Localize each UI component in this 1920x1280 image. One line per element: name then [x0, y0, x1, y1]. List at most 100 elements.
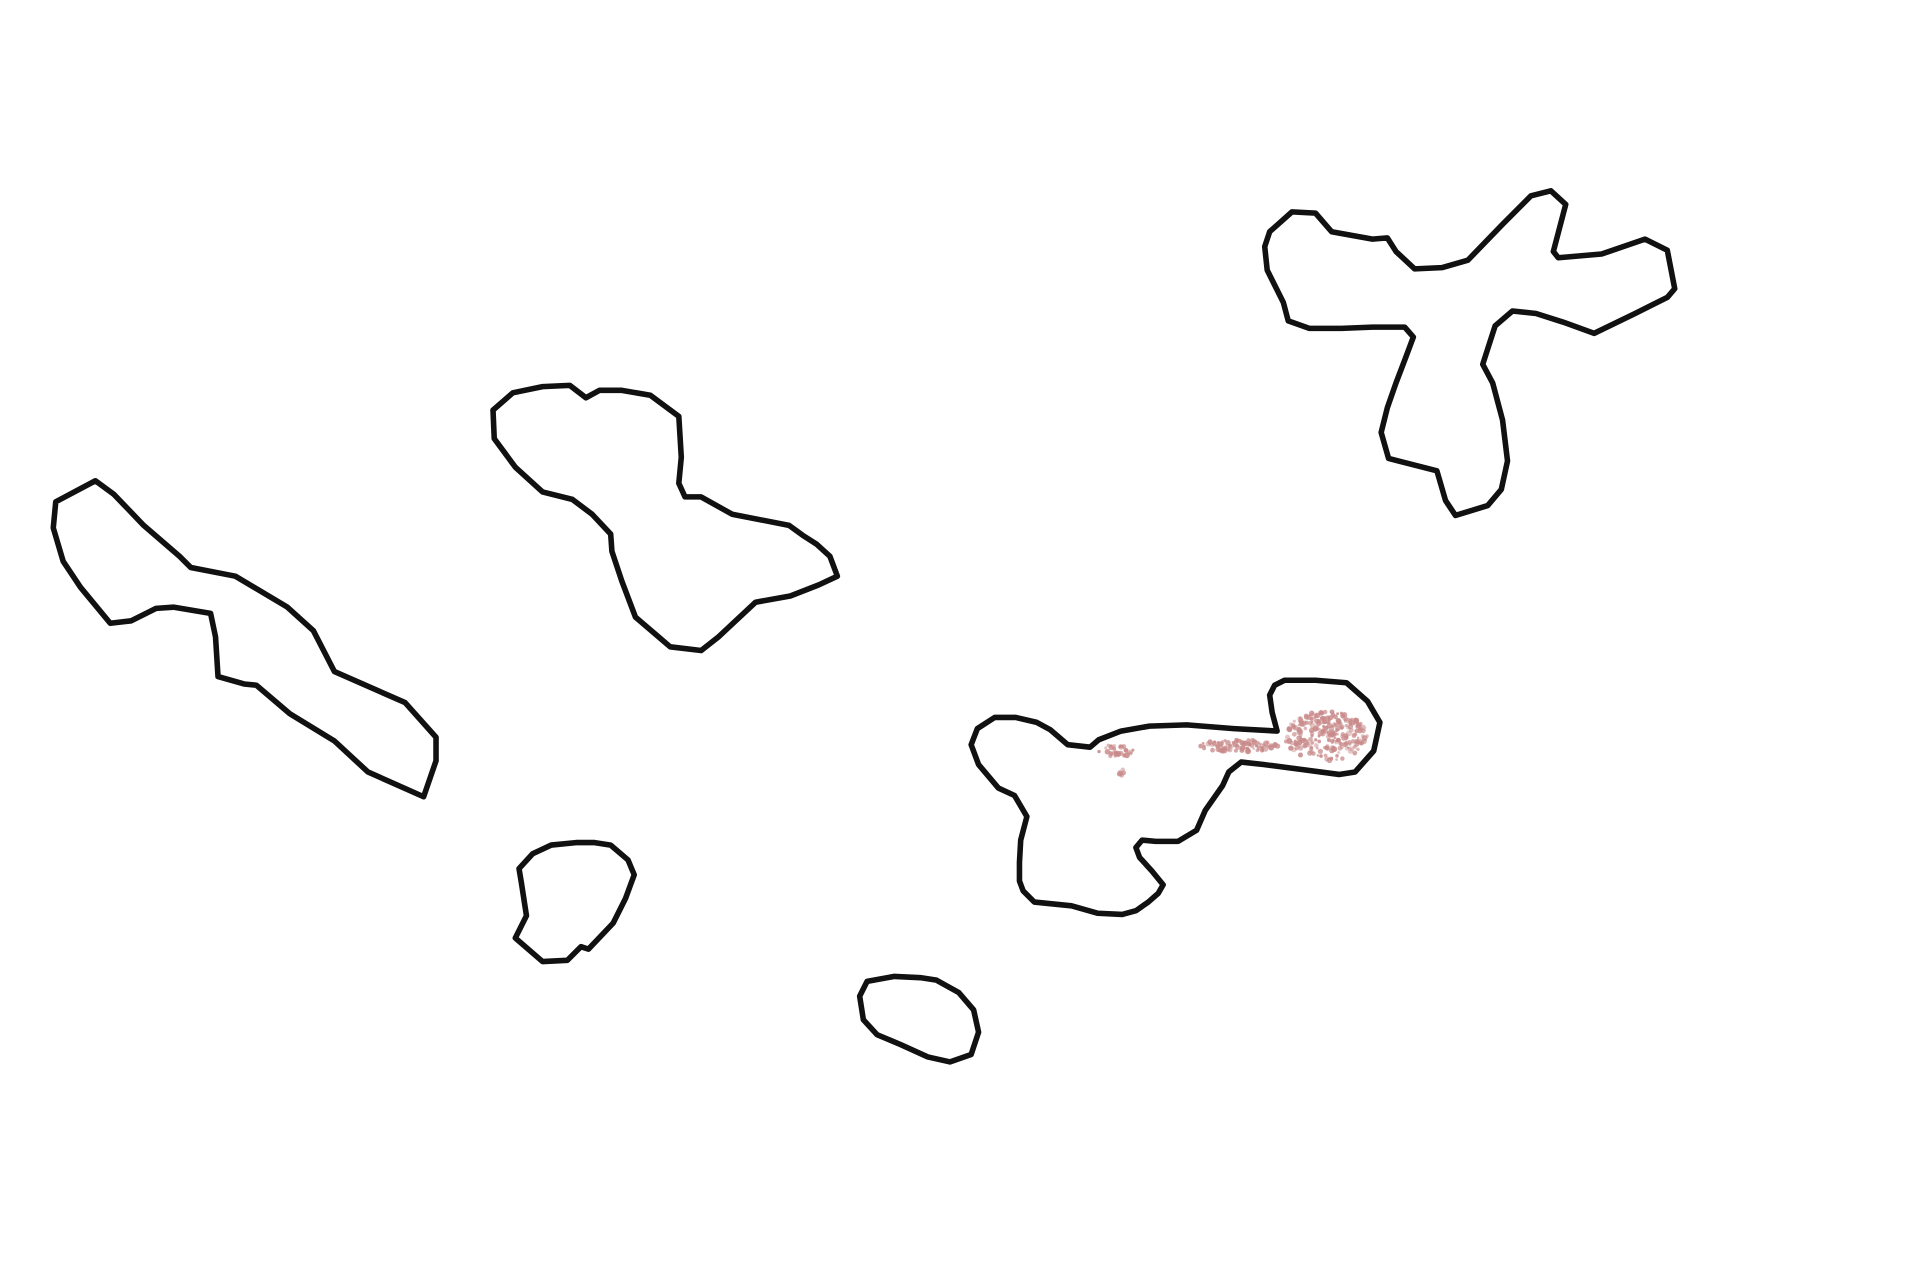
highlight-speck	[1223, 739, 1227, 742]
highlight-speck	[1106, 743, 1111, 748]
highlight-speck	[1256, 747, 1260, 751]
highlight-speck	[1353, 741, 1360, 747]
highlight-speck	[1201, 742, 1205, 745]
highlight-speck	[1347, 746, 1350, 750]
highlight-speck	[1344, 735, 1349, 740]
outline-shape-center-left	[490, 382, 841, 654]
highlight-speck	[1327, 738, 1331, 742]
highlight-speck	[1335, 732, 1340, 736]
highlight-speck	[1360, 734, 1365, 739]
highlight-speck	[1128, 751, 1133, 756]
highlight-speck	[1325, 744, 1330, 748]
highlight-speck	[1310, 745, 1314, 750]
highlight-speck	[1202, 746, 1207, 751]
highlight-speck	[1259, 742, 1263, 746]
highlight-speck	[1356, 736, 1360, 739]
highlight-speck	[1335, 737, 1340, 742]
highlight-speck	[1297, 752, 1304, 758]
highlight-speck	[1317, 730, 1324, 737]
highlight-speck	[1316, 754, 1320, 757]
highlight-speck	[1313, 743, 1319, 748]
highlight-speck	[1228, 744, 1231, 748]
highlight-speck	[1291, 731, 1297, 737]
highlight-speck	[1315, 746, 1319, 750]
highlight-speck	[1356, 747, 1360, 752]
outline-shape-elongated-left	[50, 477, 439, 800]
highlight-speck	[1118, 750, 1124, 756]
highlight-speck	[1272, 742, 1278, 748]
highlight-speck	[1345, 717, 1352, 724]
highlight-speck	[1314, 738, 1318, 742]
highlight-speck	[1328, 714, 1334, 721]
highlight-speck	[1302, 720, 1307, 725]
highlight-speck	[1115, 752, 1119, 756]
highlight-speck	[1318, 709, 1324, 716]
highlight-speck	[1254, 743, 1259, 748]
highlight-speck	[1345, 730, 1352, 737]
highlight-speck	[1267, 745, 1271, 749]
highlight-speck	[1293, 741, 1300, 747]
highlight-speck	[1302, 743, 1308, 749]
highlight-speck	[1335, 758, 1338, 761]
highlight-speck	[1289, 722, 1293, 726]
outline-shapes	[50, 188, 1678, 1065]
highlight-speck	[1283, 739, 1288, 744]
highlight-speck	[1235, 743, 1240, 748]
highlight-speck	[1123, 752, 1130, 759]
highlight-speck	[1262, 746, 1269, 752]
highlight-speck	[1119, 773, 1124, 778]
highlight-speck	[1120, 745, 1124, 748]
highlight-speck	[1346, 725, 1350, 730]
highlight-speck	[1298, 735, 1303, 739]
outline-shape-top-right-cross	[1261, 188, 1678, 519]
highlight-speck	[1317, 748, 1323, 754]
highlight-speck	[1323, 725, 1329, 731]
highlight-speck	[1307, 750, 1313, 756]
highlight-speck	[1112, 744, 1117, 748]
highlight-speck	[1208, 742, 1212, 746]
highlight-speck	[1337, 745, 1343, 751]
highlight-speck	[1309, 722, 1316, 729]
highlight-speck	[1311, 741, 1314, 745]
highlight-speck	[1322, 719, 1328, 725]
highlight-speck	[1335, 725, 1341, 732]
highlight-speck	[1288, 745, 1294, 751]
highlight-speck	[1297, 745, 1304, 751]
highlight-speck	[1256, 741, 1260, 745]
highlight-speck	[1124, 748, 1128, 751]
highlight-speck	[1323, 753, 1328, 758]
highlight-speck	[1104, 746, 1108, 750]
highlight-speck	[1344, 723, 1348, 728]
highlight-speck	[1300, 720, 1304, 724]
highlight-speck	[1329, 756, 1334, 761]
highlight-speck	[1299, 738, 1306, 744]
highlight-speck	[1245, 746, 1250, 751]
highlight-speck	[1257, 745, 1263, 751]
highlight-speck	[1249, 743, 1255, 748]
highlight-speck	[1322, 709, 1328, 715]
highlight-speck	[1210, 747, 1215, 753]
highlight-speck	[1317, 727, 1322, 731]
highlight-speck	[1120, 767, 1126, 773]
highlight-speck	[1340, 713, 1346, 719]
highlight-speck	[1309, 716, 1314, 721]
highlight-speck	[1340, 732, 1346, 737]
highlight-speck	[1348, 746, 1355, 752]
highlight-speck	[1316, 724, 1320, 728]
highlight-speck	[1250, 737, 1256, 743]
highlight-speck	[1207, 739, 1213, 745]
highlight-speck	[1242, 740, 1248, 747]
highlight-speck	[1220, 748, 1226, 753]
highlight-speck	[1213, 740, 1217, 744]
highlight-speck	[1097, 749, 1101, 754]
highlight-speck	[1239, 745, 1246, 751]
highlight-speck	[1104, 748, 1111, 755]
highlight-speck	[1350, 720, 1356, 726]
outline-shape-small-blob-left	[512, 839, 638, 965]
highlight-speck	[1350, 739, 1356, 744]
highlight-speck	[1339, 742, 1344, 746]
highlight-speck	[1317, 721, 1322, 726]
highlight-speck	[1292, 719, 1296, 723]
